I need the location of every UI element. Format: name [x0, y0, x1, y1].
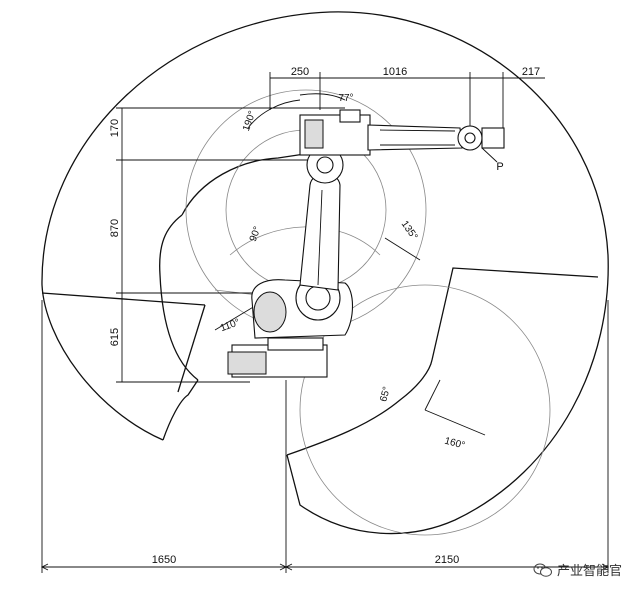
- dim-left-870: 870: [109, 219, 121, 237]
- angle-65: 65°: [378, 386, 393, 403]
- point-p-label: P: [496, 161, 503, 173]
- dim-bottom-1650: 1650: [152, 554, 176, 566]
- dim-top-217: 217: [522, 66, 540, 78]
- dim-top-250: 250: [291, 66, 309, 78]
- angle-135: 135°: [399, 219, 420, 242]
- watermark: 产业智能官: [533, 560, 622, 579]
- robot-arm: [227, 109, 505, 378]
- dim-bottom-2150: 2150: [435, 554, 459, 566]
- dimension-lines: [40, 72, 610, 573]
- angle-77: 77°: [338, 93, 353, 104]
- angle-160: 160°: [443, 436, 466, 452]
- angle-190: 190°: [241, 110, 258, 133]
- reach-arcs: [185, 89, 551, 536]
- dim-left-170: 170: [109, 119, 121, 137]
- dim-left-615: 615: [109, 328, 121, 346]
- angle-90: 90°: [248, 225, 264, 243]
- watermark-text: 产业智能官: [556, 564, 622, 579]
- wechat-icon: [533, 563, 552, 577]
- workspace-envelope: [41, 11, 609, 535]
- angle-110: 110°: [219, 317, 242, 334]
- dimension-labels: 250 1016 217 170 870 615 1650 2150: [109, 66, 540, 566]
- dim-top-1016: 1016: [383, 66, 407, 78]
